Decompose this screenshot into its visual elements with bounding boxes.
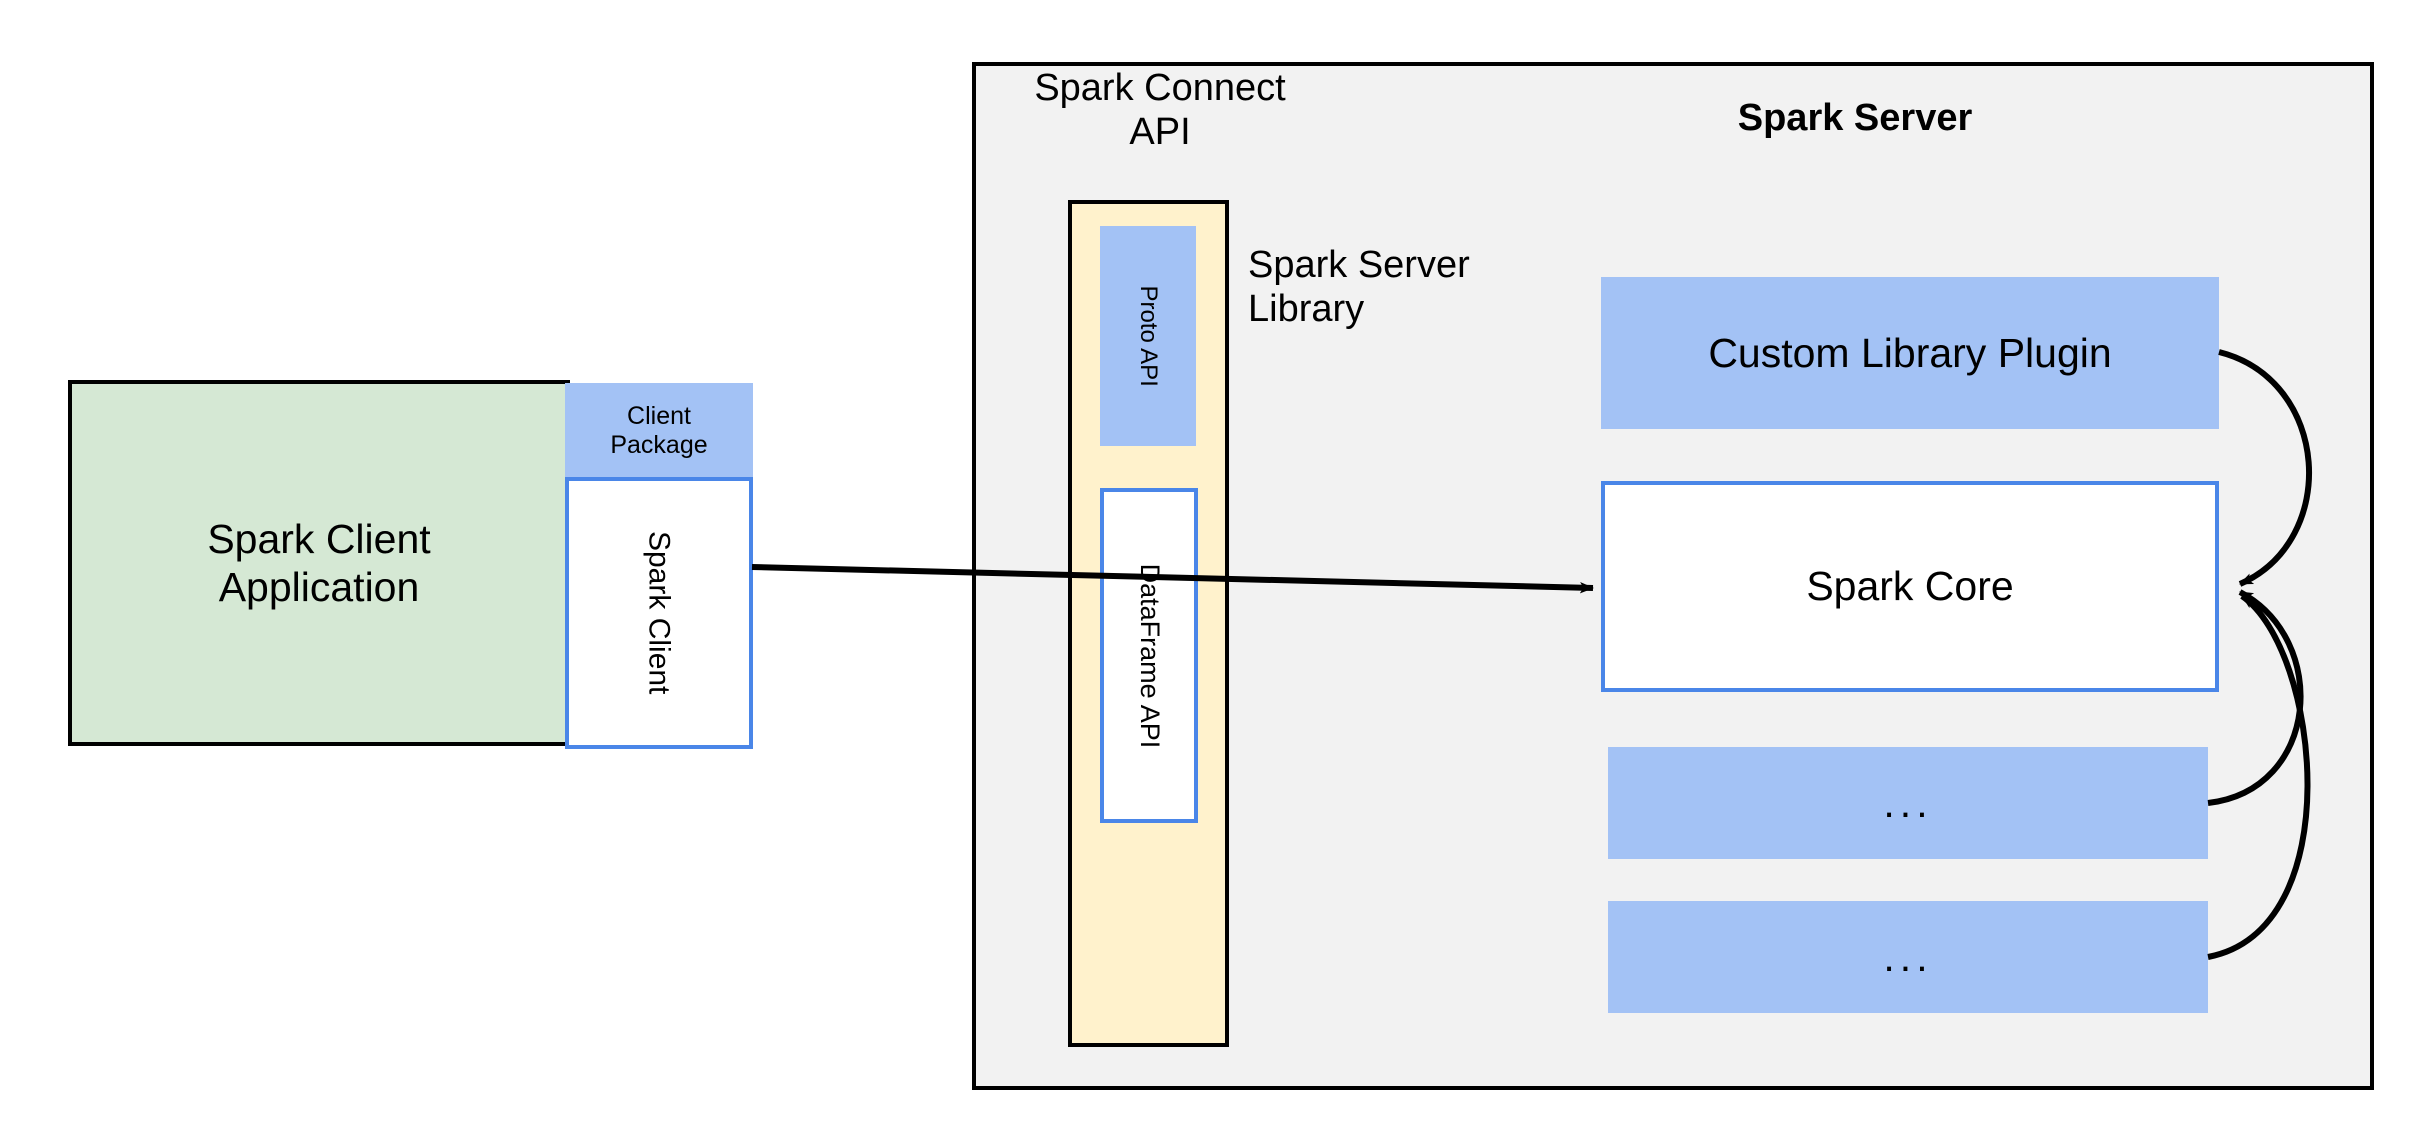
spark-client-box: Spark Client xyxy=(565,477,753,749)
spark-server-library-label: Spark Server Library xyxy=(1248,244,1470,331)
custom-library-plugin-box: Custom Library Plugin xyxy=(1601,277,2219,429)
client-package-box: Client Package xyxy=(565,383,753,479)
spark-core-box: Spark Core xyxy=(1601,481,2219,692)
spark-client-label: Spark Client xyxy=(642,531,676,695)
client-package-label: Client Package xyxy=(610,401,708,460)
ellipsis-label-2: ... xyxy=(1883,933,1933,980)
spark-server-title: Spark Server xyxy=(1737,97,1973,139)
spark-client-application-label: Spark Client Application xyxy=(207,515,431,610)
dataframe-api-box: DataFrame API xyxy=(1100,488,1198,823)
spark-client-application-box: Spark Client Application xyxy=(68,380,570,746)
proto-api-label: Proto API xyxy=(1135,285,1163,387)
custom-library-plugin-label: Custom Library Plugin xyxy=(1708,329,2112,376)
spark-core-label: Spark Core xyxy=(1806,563,2014,610)
proto-api-box: Proto API xyxy=(1100,226,1196,446)
ellipsis-label-1: ... xyxy=(1883,779,1933,826)
ellipsis-box-2: ... xyxy=(1608,901,2208,1013)
ellipsis-box-1: ... xyxy=(1608,747,2208,859)
spark-connect-api-label: Spark Connect API xyxy=(1034,67,1286,154)
dataframe-api-label: DataFrame API xyxy=(1134,563,1165,748)
